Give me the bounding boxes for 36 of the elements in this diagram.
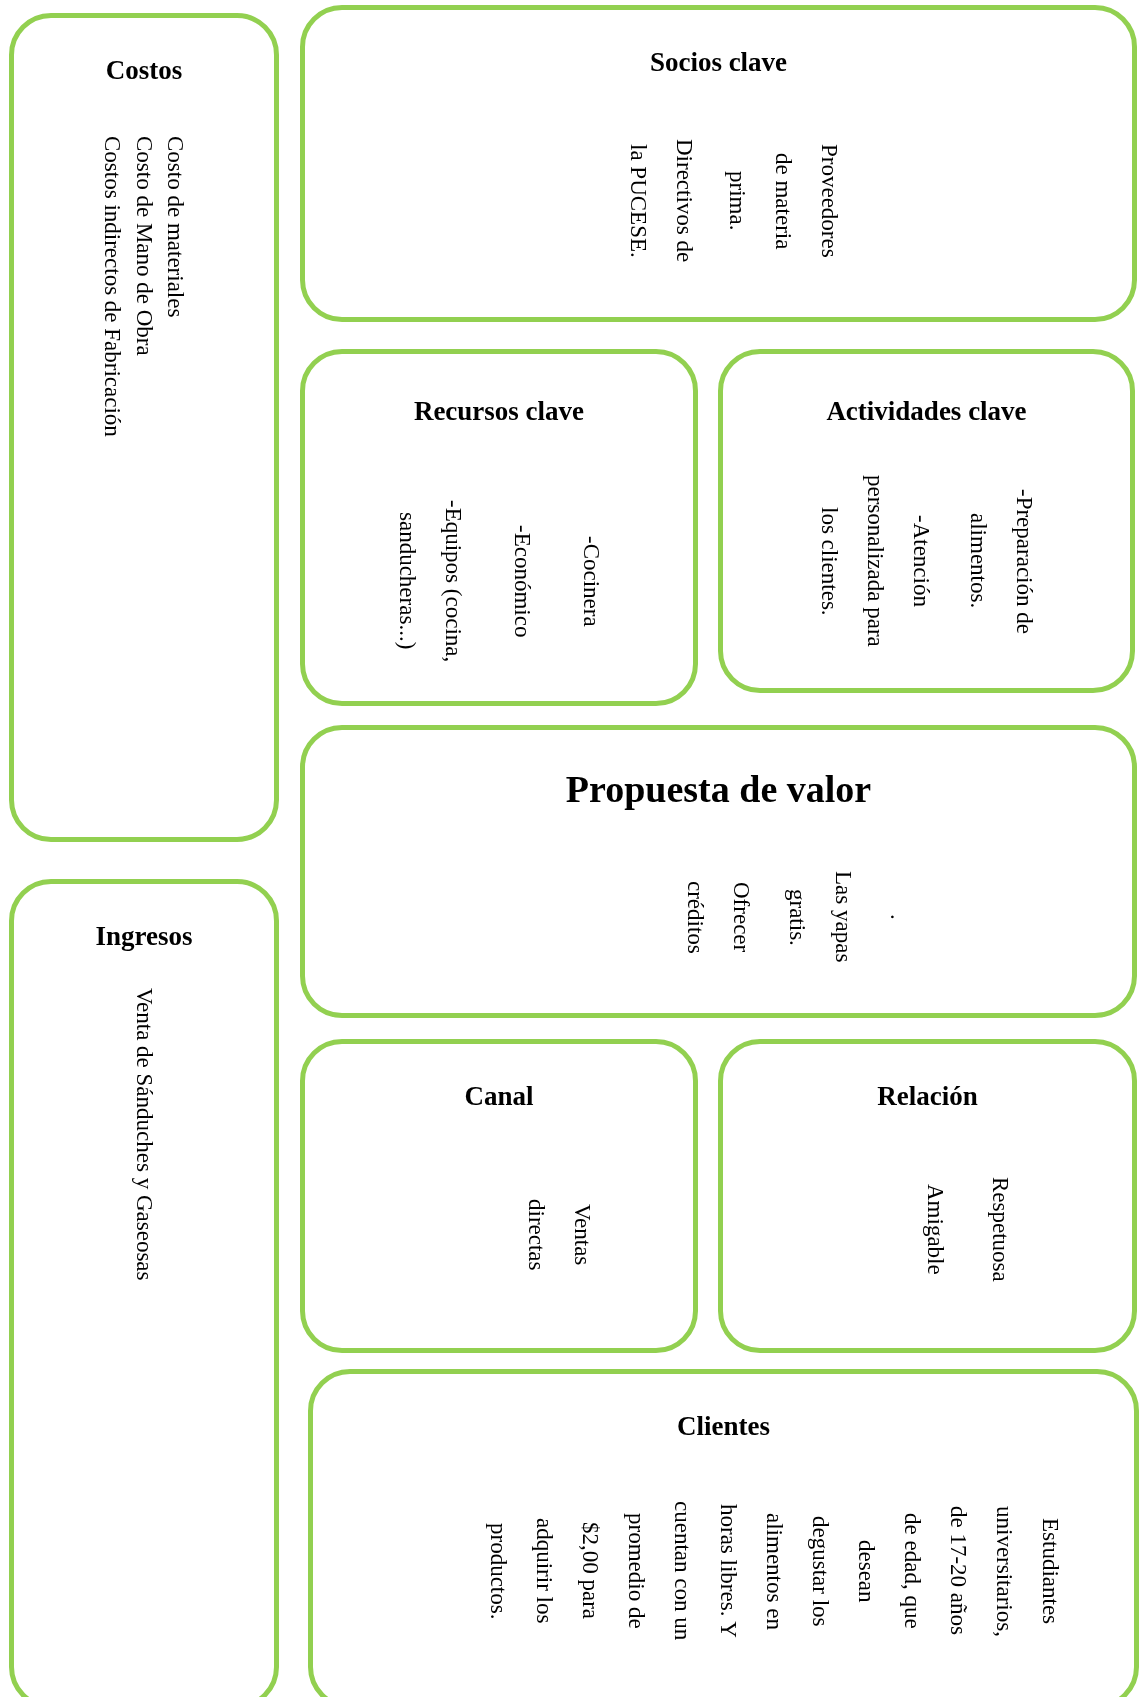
canvas-panel <box>300 1039 698 1353</box>
body-text: -Equipos (cocina, sanducheras...) <box>394 498 467 665</box>
body-text: -Atención personalizada para los clientes. <box>815 474 935 648</box>
body-text: Ventas directas <box>523 1198 596 1273</box>
body-text: Amigable <box>922 1182 950 1277</box>
body-text: -Económico <box>509 523 536 640</box>
section-title: Relación <box>877 1079 978 1113</box>
canvas-panel <box>308 1369 1139 1697</box>
body-text: -Preparación de alimentos. <box>965 487 1039 636</box>
canvas-panel <box>300 5 1137 322</box>
body-text: Costo de Mano de Obra <box>130 136 158 358</box>
canvas-panel <box>718 349 1135 693</box>
section-title: Ingresos <box>95 919 193 953</box>
body-text: Costo de materiales <box>161 136 189 320</box>
canvas-panel <box>9 13 279 842</box>
body-text: Las yapas gratis. <box>783 870 857 965</box>
section-title: Propuesta de valor <box>565 767 872 813</box>
body-text: Venta de Sánduches y Gaseosas <box>130 988 158 1283</box>
section-title: Canal <box>464 1079 534 1113</box>
section-title: Costos <box>105 53 183 87</box>
body-text: Respetuosa <box>986 1175 1014 1284</box>
body-text: -Cocinera <box>578 534 605 629</box>
canvas-panel <box>718 1039 1137 1353</box>
section-title: Actividades clave <box>826 394 1027 428</box>
canvas-panel <box>300 349 698 706</box>
canvas-panel <box>300 725 1137 1018</box>
body-text: Directivos de la PUCESE. <box>625 138 699 265</box>
body-text: Proveedores de materia prima. <box>723 143 843 260</box>
canvas-panel <box>9 879 279 1697</box>
body-text: Ofrecer créditos <box>682 879 756 956</box>
body-text: . <box>884 913 912 922</box>
section-title: Recursos clave <box>413 394 585 428</box>
section-title: Socios clave <box>649 45 788 79</box>
section-title: Clientes <box>677 1409 770 1443</box>
body-text: Costos indirectos de Fabricación <box>99 136 127 439</box>
body-text: Estudiantes universitarios, de 17-20 años de edad, que desean degustar los alimentos en horas libres. Y cuentan con un promedio de $2,00 para adquirir los productos. <box>484 1500 1064 1642</box>
